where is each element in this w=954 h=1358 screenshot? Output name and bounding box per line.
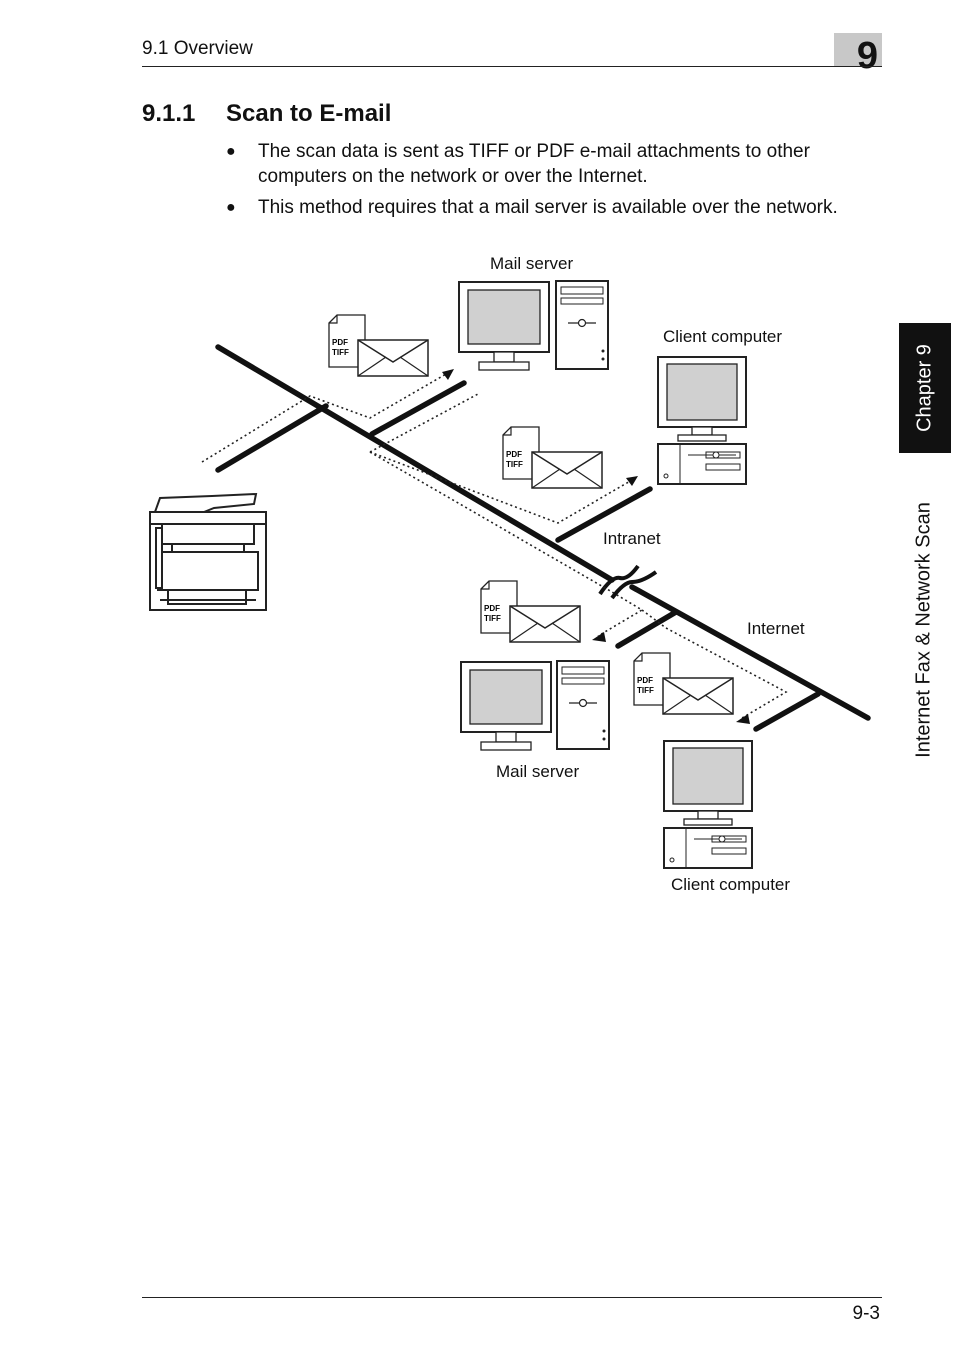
label-client-computer-bottom: Client computer	[671, 875, 791, 894]
svg-text:TIFF: TIFF	[506, 460, 523, 469]
label-mail-server-bottom: Mail server	[496, 762, 580, 781]
email-attachment-icon: PDF TIFF	[480, 580, 581, 643]
data-flow-paths	[201, 373, 788, 719]
svg-text:PDF: PDF	[484, 604, 500, 613]
running-header: 9.1 Overview	[142, 38, 253, 59]
flow-arrows	[442, 369, 750, 724]
client-computer-top-icon	[657, 356, 747, 485]
svg-text:PDF: PDF	[637, 676, 653, 685]
email-attachment-icon: PDF TIFF	[502, 426, 603, 489]
label-mail-server-top: Mail server	[490, 254, 574, 273]
client-computer-bottom-icon	[663, 740, 753, 869]
header-rule	[142, 66, 882, 67]
bullet-icon: ●	[226, 143, 236, 160]
page-number: 9-3	[852, 1303, 880, 1324]
network-break-icon	[598, 564, 658, 600]
network-backbone	[215, 344, 871, 732]
svg-text:TIFF: TIFF	[484, 614, 501, 623]
section-number: 9.1.1	[142, 100, 196, 127]
bullet-item: ●This method requires that a mail server…	[226, 197, 838, 218]
section-title: Scan to E-mail	[226, 100, 392, 127]
label-intranet: Intranet	[603, 529, 661, 548]
svg-text:TIFF: TIFF	[637, 686, 654, 695]
label-internet: Internet	[747, 619, 805, 638]
svg-text:TIFF: TIFF	[332, 348, 349, 357]
mail-server-top-icon	[458, 280, 609, 371]
email-attachment-icon: PDF TIFF	[328, 314, 429, 377]
mail-server-bottom-icon	[460, 660, 610, 751]
bullet-list: ●The scan data is sent as TIFF or PDF e-…	[226, 139, 886, 226]
svg-text:PDF: PDF	[506, 450, 522, 459]
bullet-icon: ●	[226, 199, 236, 216]
chapter-tab: Chapter 9	[899, 323, 951, 453]
bullet-item: ●The scan data is sent as TIFF or PDF e-…	[226, 141, 810, 187]
section-heading: 9.1.1 Scan to E-mail	[142, 100, 391, 128]
footer-rule	[142, 1297, 882, 1298]
svg-text:PDF: PDF	[332, 338, 348, 347]
mfp-printer-icon	[149, 492, 267, 611]
label-client-computer-top: Client computer	[663, 327, 783, 346]
email-attachment-icon: PDF TIFF	[633, 652, 734, 715]
